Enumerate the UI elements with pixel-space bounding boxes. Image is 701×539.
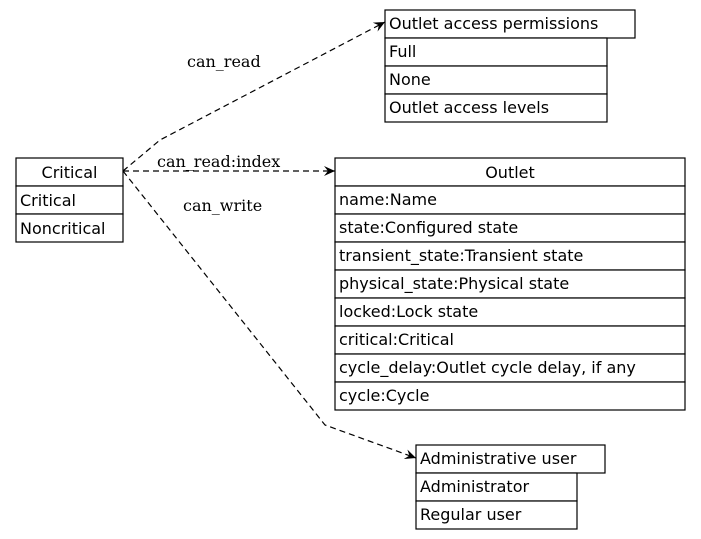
node-outlet-item: state:Configured state (339, 218, 518, 237)
node-critical-item: Critical (20, 191, 76, 210)
node-critical-title: Critical (42, 163, 98, 182)
node-critical: Critical Critical Noncritical (15, 157, 124, 243)
node-outlet-item: cycle:Cycle (339, 386, 429, 405)
node-outlet-item: cycle_delay:Outlet cycle delay, if any (339, 358, 636, 378)
node-outlet-item: physical_state:Physical state (339, 274, 569, 294)
node-permissions-item: None (389, 70, 431, 89)
node-admin-item: Regular user (420, 505, 522, 524)
node-administrative-user: Administrative user Administrator Regula… (415, 444, 606, 530)
edge-label-can-read: can_read (187, 52, 261, 71)
node-permissions-title: Outlet access permissions (389, 14, 598, 33)
edge-label-can-write: can_write (183, 196, 262, 215)
edge-can-read (122, 21, 386, 172)
node-outlet: Outlet name:Name state:Configured state … (334, 157, 686, 411)
node-outlet-item: locked:Lock state (339, 302, 478, 321)
node-permissions-item: Outlet access levels (389, 98, 549, 117)
node-admin-item: Administrator (420, 477, 529, 496)
node-permissions-item: Full (389, 42, 416, 61)
node-admin-title: Administrative user (420, 449, 577, 468)
edge-label-can-read-index: can_read:index (157, 152, 280, 171)
node-outlet-title: Outlet (485, 163, 535, 182)
edge-can-write (122, 170, 417, 459)
node-outlet-item: critical:Critical (339, 330, 454, 349)
node-critical-item: Noncritical (20, 219, 105, 238)
node-outlet-item: name:Name (339, 190, 437, 209)
node-outlet-access-permissions: Outlet access permissions Full None Outl… (384, 9, 636, 123)
node-outlet-item: transient_state:Transient state (339, 246, 583, 266)
